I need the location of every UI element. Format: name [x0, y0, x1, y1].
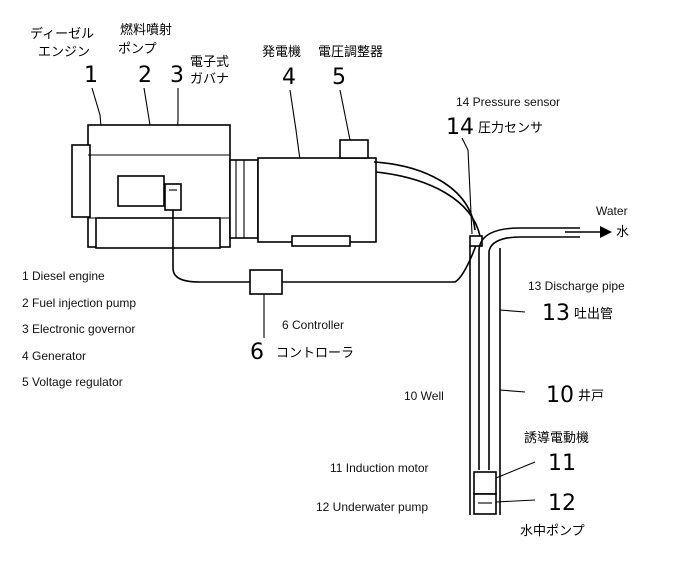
label-ja-3b: ガバナ: [190, 72, 229, 87]
label-ja-1b: エンジン: [38, 45, 90, 60]
label-ja-5: 電圧調整器: [318, 45, 383, 60]
label-ja-3a: 電子式: [190, 55, 229, 70]
induction-motor: [473, 471, 497, 495]
label-en-13: 13 Discharge pipe: [528, 279, 625, 293]
fuel-injection-pump: [117, 175, 165, 207]
discharge-pipe: [478, 227, 580, 470]
label-ja-10: 井戸: [578, 389, 604, 404]
label-en-3: 3 Electronic governor: [22, 322, 135, 336]
leader-11: [495, 461, 536, 479]
generator: [257, 157, 377, 247]
label-num-11: 11: [548, 451, 576, 476]
label-en-12: 12 Underwater pump: [316, 500, 428, 514]
leader-13: [499, 309, 526, 313]
label-ja-1a: ディーゼル: [30, 26, 94, 42]
label-num-1: 1: [84, 63, 98, 88]
label-ja-2a: 燃料噴射: [120, 22, 172, 38]
label-num-4: 4: [282, 65, 296, 90]
leader-5: [339, 89, 351, 141]
leader-12: [495, 499, 536, 503]
leader-10: [499, 389, 526, 393]
label-en-4: 4 Generator: [22, 349, 86, 363]
label-ja-13: 吐出管: [574, 307, 613, 322]
label-en-6: 6 Controller: [282, 318, 344, 332]
label-en-11: 11 Induction motor: [330, 461, 429, 475]
label-ja-4: 発電機: [262, 45, 301, 60]
wire-regulator-sensor: [373, 161, 476, 231]
label-num-5: 5: [332, 65, 346, 90]
label-en-5: 5 Voltage regulator: [22, 375, 123, 389]
label-en-2: 2 Fuel injection pump: [22, 296, 136, 310]
well: [469, 246, 501, 515]
label-ja-11: 誘導電動機: [524, 431, 589, 446]
label-num-14: 14: [446, 115, 474, 140]
water-arrow-head: [600, 226, 612, 238]
label-num-6: 6: [250, 340, 264, 365]
electronic-governor: [164, 183, 182, 211]
controller: [249, 269, 283, 295]
wire-generator-sensor: [375, 171, 481, 237]
leader-14: [461, 137, 473, 235]
label-num-3: 3: [170, 63, 184, 88]
label-water-en: Water: [596, 204, 628, 218]
label-en-1: 1 Diesel engine: [22, 269, 105, 283]
label-num-12: 12: [548, 491, 576, 516]
voltage-regulator: [339, 139, 369, 159]
label-num-13: 13: [542, 301, 570, 326]
label-water-ja: 水: [616, 225, 629, 240]
label-ja-14: 圧力センサ: [478, 121, 543, 136]
wire-governor-controller: [172, 210, 250, 283]
label-ja-6: コントローラ: [276, 346, 354, 361]
underwater-pump: [473, 493, 497, 515]
label-num-2: 2: [138, 63, 152, 88]
label-ja-12: 水中ポンプ: [520, 524, 585, 539]
label-num-10: 10: [546, 383, 574, 408]
label-ja-2b: ポンプ: [118, 42, 157, 57]
label-en-10: 10 Well: [404, 389, 444, 403]
leader-4: [289, 89, 301, 161]
label-en-14: 14 Pressure sensor: [456, 95, 560, 109]
